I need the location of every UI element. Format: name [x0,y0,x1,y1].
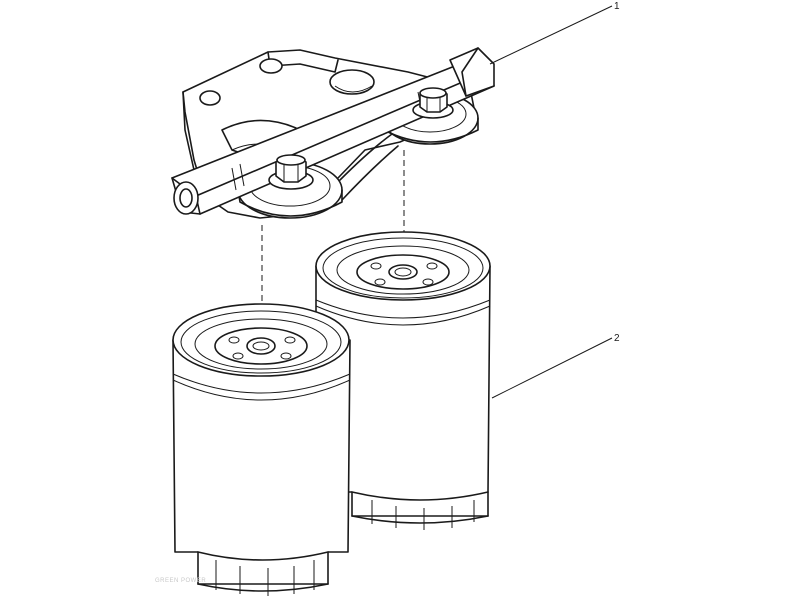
banjo-bolt-left [268,154,314,190]
filter-cartridge-front [172,303,351,596]
banjo-bolt-right [412,87,454,119]
watermark-text: GREEN POWER [155,578,206,584]
fuel-rail-tube [171,47,495,215]
filter-cartridge-back [315,231,491,530]
mount-hole-top [259,58,283,74]
leader-line-1 [489,5,613,65]
leader-line-2 [491,337,613,399]
mount-hole-left [199,90,221,106]
callout-1: 1 [614,1,620,12]
callout-2: 2 [614,333,620,344]
mount-hole-large [329,69,375,95]
